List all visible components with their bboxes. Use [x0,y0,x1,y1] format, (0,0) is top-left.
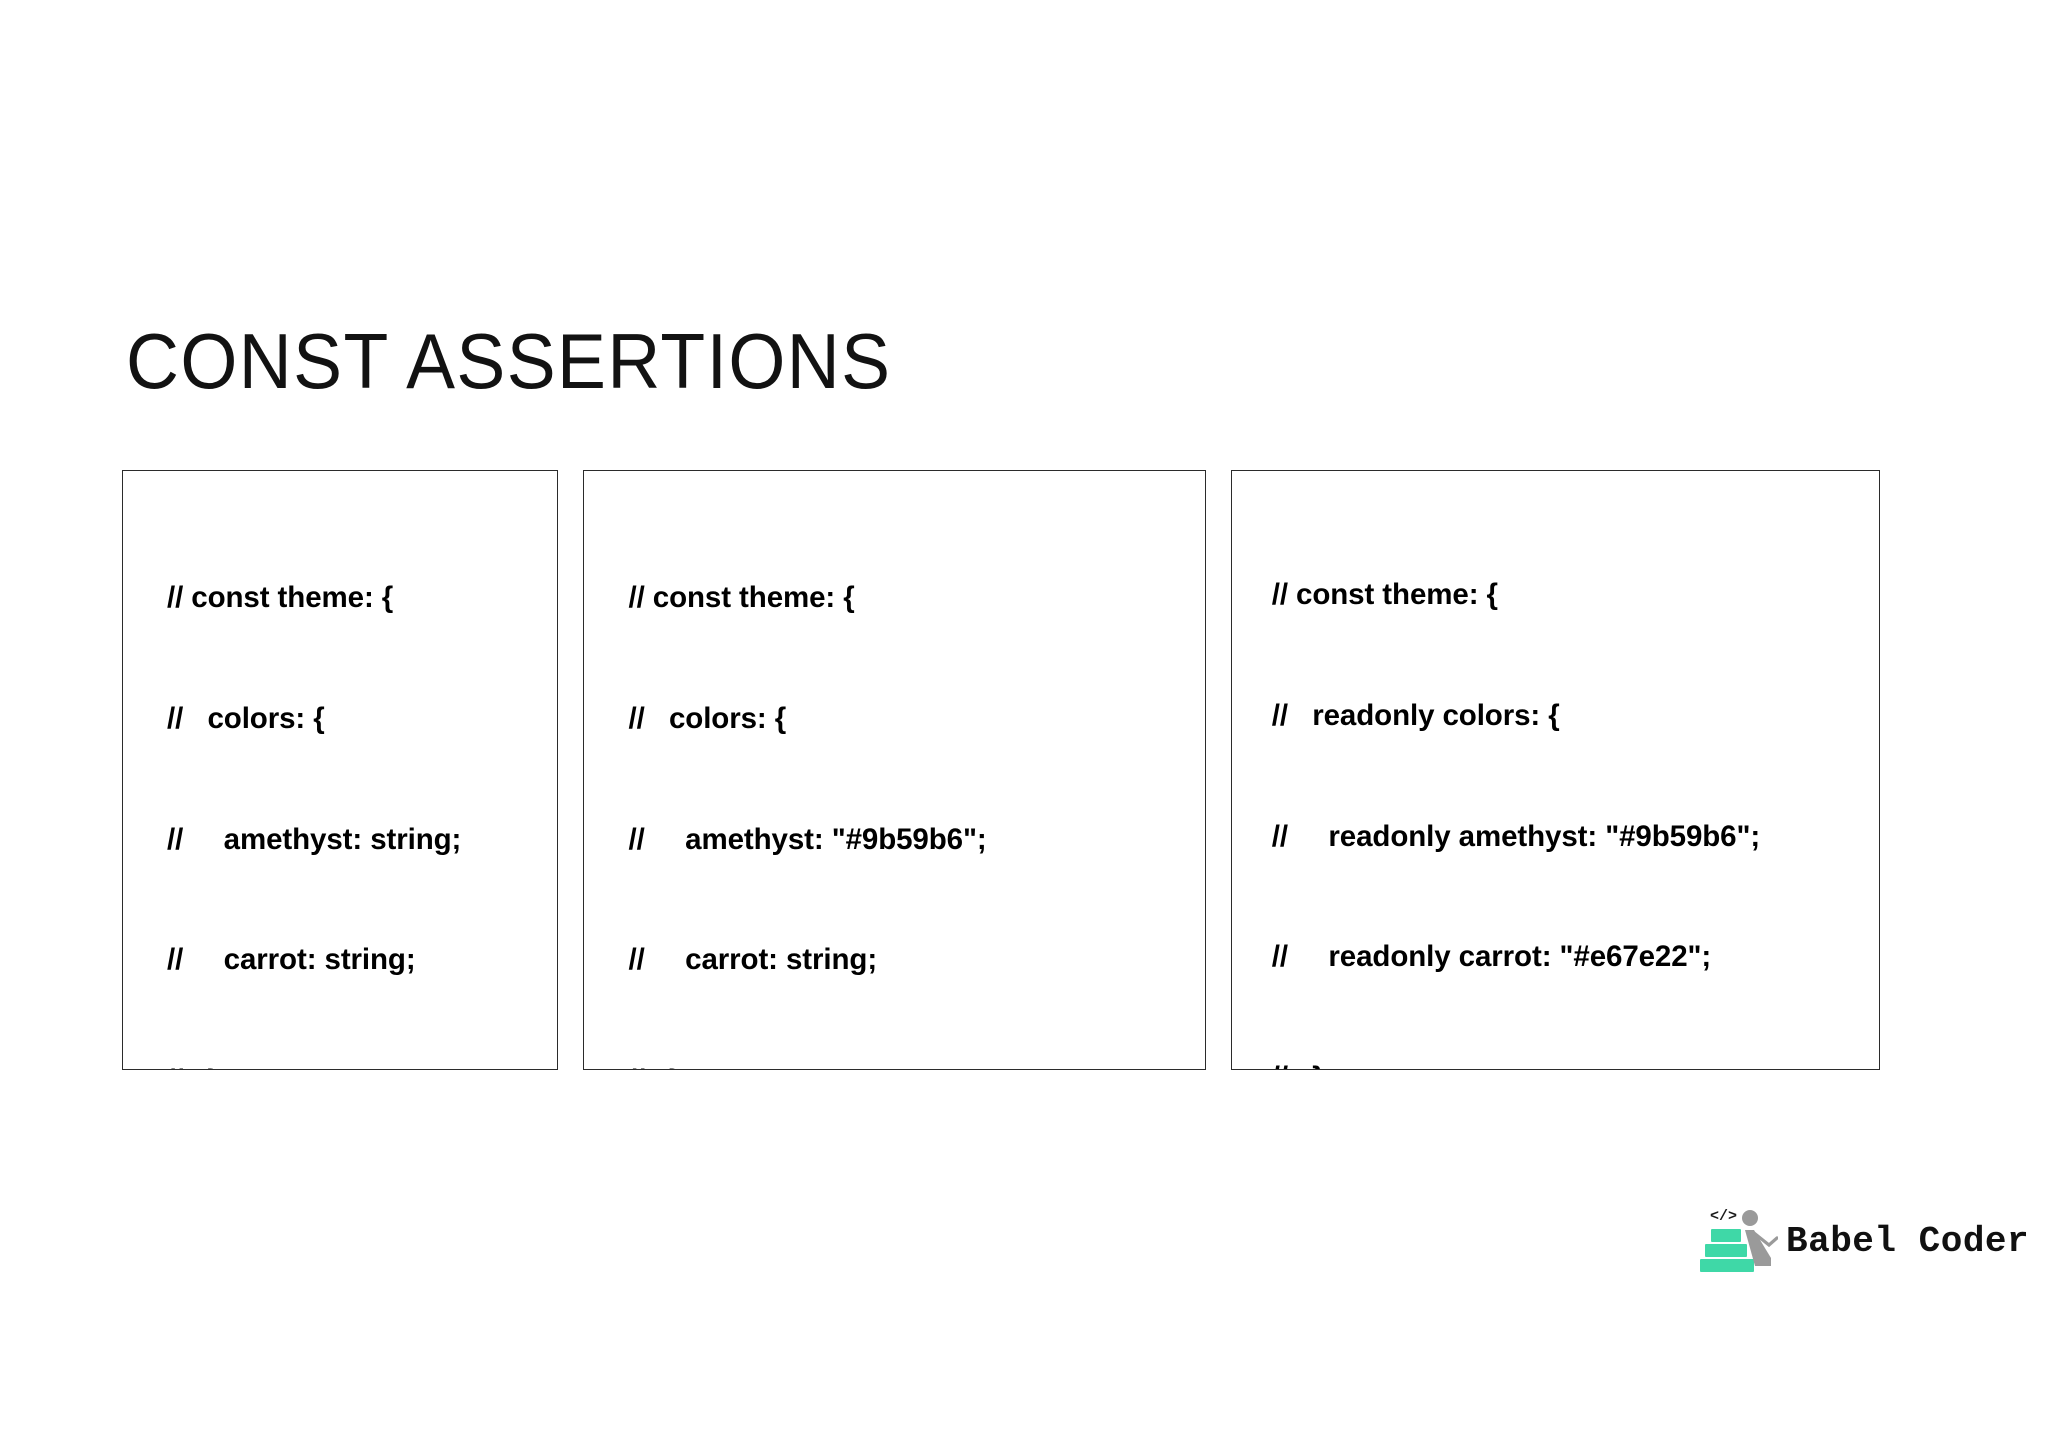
code-line: // amethyst: string; [167,822,462,856]
code-line: // amethyst: "#9b59b6"; [628,822,987,856]
person-figure-icon [1742,1210,1778,1266]
code-line: // colors: { [628,702,787,736]
code-panel-as-const-property: // const theme: { // colors: { // amethy… [583,470,1206,1070]
code-panel-as-const-object: // const theme: { // readonly colors: { … [1230,470,1880,1070]
pyramid-tier-bottom-icon [1700,1259,1754,1272]
code-line: // readonly amethyst: "#9b59b6"; [1271,819,1761,853]
code-panel-row: // const theme: { // colors: { // amethy… [122,470,1880,1070]
code-line: // }; [628,1061,1200,1069]
code-line: // }; [1272,1058,1875,1069]
pyramid-tier-middle-icon [1705,1244,1747,1257]
code-line: // carrot: string; [167,943,416,977]
page-title: CONST ASSERTIONS [126,317,892,405]
code-block: // const theme: { // colors: { // amethy… [628,498,1200,1069]
code-line: // }; [167,1061,553,1069]
code-panel-inferred-string: // const theme: { // colors: { // amethy… [122,470,559,1070]
code-line: // const theme: { [1271,578,1498,612]
code-line: // const theme: { [628,581,855,615]
code-line: // colors: { [167,702,325,736]
code-block: // const theme: { // readonly colors: { … [1271,495,1875,1069]
brand-name-label: Babel Coder [1786,1220,2030,1262]
code-block: // const theme: { // colors: { // amethy… [167,498,553,1069]
pyramid-tier-top-icon [1711,1229,1741,1242]
babel-coder-mark-icon: </> [1700,1208,1778,1273]
code-line: // readonly carrot: "#e67e22"; [1271,940,1712,974]
code-line: // carrot: string; [628,943,878,977]
code-brackets-icon: </> [1710,1208,1738,1225]
brand-logo: </> Babel Coder [1700,1206,2029,1276]
code-line: // readonly colors: { [1271,699,1560,733]
code-line: // const theme: { [167,581,394,615]
